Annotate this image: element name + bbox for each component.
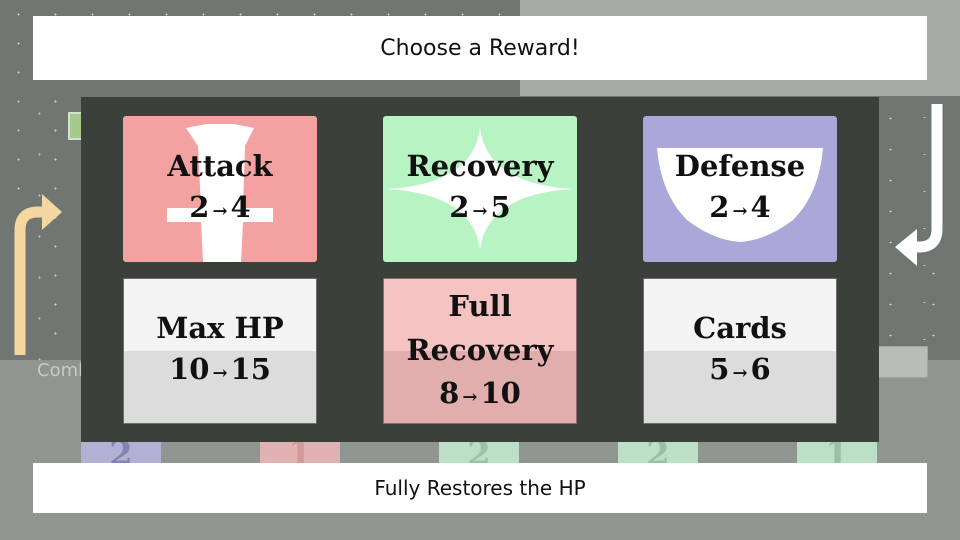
card-bottom-half: [384, 351, 576, 423]
reward-card-text: Defense 2→4: [643, 116, 837, 262]
deck-card: 2: [81, 440, 161, 466]
deck-card: 2: [439, 440, 519, 466]
deck-card: 1: [797, 440, 877, 466]
deck-card: 2: [618, 440, 698, 466]
value-to: 4: [230, 189, 251, 224]
reward-card-max-hp[interactable]: Max HP 10→15: [123, 278, 317, 424]
card-bottom-half: [124, 351, 316, 423]
arrow-right-icon: →: [472, 200, 488, 222]
reward-value: 2→4: [709, 186, 770, 233]
value-from: 2: [449, 189, 470, 224]
reward-value: 2→5: [449, 186, 510, 233]
deck-card-value: 1: [288, 440, 312, 466]
reward-name: Cards: [693, 310, 787, 345]
value-from: 2: [189, 189, 210, 224]
reward-name: Recovery: [406, 148, 554, 183]
value-from: 10: [169, 351, 210, 386]
sparkle-icon: [383, 116, 577, 262]
value-to: 6: [750, 351, 771, 386]
arrow-up-right-icon: [14, 194, 62, 355]
sword-icon: [123, 116, 317, 262]
card-top-half: [124, 279, 316, 351]
hp-bar: [870, 346, 928, 378]
reward-name: Attack: [167, 148, 273, 183]
arrow-right-icon: →: [462, 386, 478, 408]
combo-label: Comb: [37, 360, 90, 381]
value-to: 10: [480, 375, 521, 410]
reward-card-defense[interactable]: Defense 2→4: [643, 116, 837, 262]
reward-value: 10→15: [169, 348, 271, 395]
reward-card-text: Full Recovery 8→10: [384, 279, 576, 423]
reward-name-line1: Full: [448, 288, 512, 323]
card-top-half: [384, 279, 576, 351]
reward-card-cards[interactable]: Cards 5→6: [643, 278, 837, 424]
shield-icon: [643, 116, 837, 262]
reward-value: 8→10: [439, 372, 521, 419]
arrow-right-icon: →: [732, 200, 748, 222]
reward-name-line2: Recovery: [406, 332, 554, 367]
deck-card-value: 2: [646, 440, 670, 466]
page-title: Choose a Reward!: [380, 35, 580, 61]
arrow-down-left-icon: [895, 104, 943, 266]
arrow-right-icon: →: [212, 200, 228, 222]
reward-card-attack[interactable]: Attack 2→4: [123, 116, 317, 262]
deck-card-value: 1: [825, 440, 849, 466]
reward-card-text: Max HP 10→15: [124, 279, 316, 423]
reward-title-banner: Choose a Reward!: [33, 16, 927, 80]
reward-panel: Attack 2→4 Recovery 2→5 Defense 2→4 Max …: [81, 97, 879, 442]
reward-name: Defense: [674, 148, 806, 183]
reward-card-full-recovery[interactable]: Full Recovery 8→10: [383, 278, 577, 424]
card-top-half: [644, 279, 836, 351]
value-from: 5: [709, 351, 730, 386]
reward-description: Fully Restores the HP: [374, 476, 586, 500]
deck-card-value: 2: [109, 440, 133, 466]
card-bottom-half: [644, 351, 836, 423]
reward-card-text: Attack 2→4: [123, 116, 317, 262]
value-to: 5: [490, 189, 511, 224]
arrow-right-icon: →: [732, 362, 748, 384]
arrow-right-icon: →: [212, 362, 228, 384]
reward-card-recovery[interactable]: Recovery 2→5: [383, 116, 577, 262]
reward-card-text: Cards 5→6: [644, 279, 836, 423]
value-to: 15: [230, 351, 271, 386]
reward-card-text: Recovery 2→5: [383, 116, 577, 262]
reward-description-banner: Fully Restores the HP: [33, 463, 927, 513]
value-from: 8: [439, 375, 460, 410]
deck-card: 1: [260, 440, 340, 466]
deck-card-value: 2: [467, 440, 491, 466]
value-from: 2: [709, 189, 730, 224]
reward-value: 5→6: [709, 348, 770, 395]
value-to: 4: [750, 189, 771, 224]
reward-name: Max HP: [156, 310, 284, 345]
reward-value: 2→4: [189, 186, 250, 233]
